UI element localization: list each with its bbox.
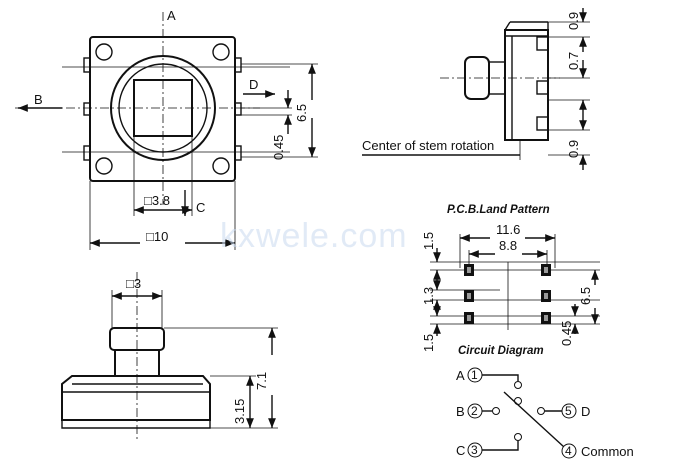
pcb-drill-mr <box>544 293 548 299</box>
corner-hole-tr <box>212 43 230 61</box>
side-dim-bottom: 0.9 <box>566 140 581 158</box>
circuit-diagram: Circuit Diagram A 1 B 2 5 D C 3 4 Common <box>456 345 634 459</box>
label-c: C <box>196 200 205 215</box>
front-base <box>61 420 211 429</box>
circuit-label-c: C <box>456 443 465 458</box>
side-view: 0.9 0.7 0.9 Center of stem rotation <box>362 8 590 170</box>
pcb-title: P.C.B.Land Pattern <box>447 204 550 216</box>
pin4-number: 4 <box>565 444 572 458</box>
front-dim-height: 7.1 <box>254 372 269 390</box>
dim-body: □10 <box>146 229 168 244</box>
side-body <box>504 29 549 141</box>
side-terminal-2 <box>536 80 549 95</box>
pin5-contact <box>537 407 545 415</box>
pin1-contact <box>514 381 522 389</box>
terminal-right-bottom <box>234 145 242 161</box>
pcb-drill-bl <box>467 315 471 321</box>
outer-ring <box>110 55 216 161</box>
switch-contact-bottom <box>514 433 522 441</box>
pcb-dim-bottom: 1.5 <box>421 334 436 352</box>
corner-hole-br <box>212 157 230 175</box>
terminal-right-top <box>234 57 242 73</box>
pin1-wire <box>482 374 519 381</box>
pin3-number: 3 <box>471 443 478 457</box>
dim-pin-offset: 0.45 <box>271 135 286 160</box>
corner-hole-bl <box>95 157 113 175</box>
label-a: A <box>167 8 176 23</box>
terminal-right-mid <box>234 102 242 116</box>
side-cap-slope <box>504 21 511 31</box>
pin2-number: 2 <box>471 404 478 418</box>
circuit-label-b: B <box>456 404 465 419</box>
common-label: Common <box>581 444 634 459</box>
terminal-left-bottom <box>83 145 91 161</box>
pin5-number: 5 <box>565 404 572 418</box>
pcb-land-pattern: P.C.B.Land Pattern 11.6 8.8 <box>421 204 600 352</box>
front-body <box>61 375 211 421</box>
pcb-dim-inner-width: 8.8 <box>499 238 517 253</box>
circuit-title: Circuit Diagram <box>458 345 544 357</box>
side-dim-mid: 0.7 <box>566 52 581 70</box>
pin4-circle <box>561 443 577 459</box>
common-wire <box>503 391 565 448</box>
label-d: D <box>249 77 258 92</box>
pcb-drill-tl <box>467 267 471 273</box>
corner-hole-tl <box>95 43 113 61</box>
label-b: B <box>34 92 43 107</box>
stem-rotation-label: Center of stem rotation <box>362 138 494 153</box>
circuit-label-a: A <box>456 368 465 383</box>
pcb-dim-outer-width: 11.6 <box>496 222 520 237</box>
pcb-dim-height: 6.5 <box>578 287 593 305</box>
watermark: kxwele.com <box>220 217 408 255</box>
pcb-drill-br <box>544 315 548 321</box>
pin2-contact <box>492 407 500 415</box>
pin3-wire <box>482 441 519 451</box>
front-dim-body-height: 3.15 <box>232 399 247 424</box>
side-terminal-1 <box>536 36 549 51</box>
pin1-number: 1 <box>471 368 478 382</box>
pcb-drill-ml <box>467 293 471 299</box>
pin5-circle <box>561 403 577 419</box>
dim-pin-span: 6.5 <box>294 104 309 122</box>
side-dim-top: 0.9 <box>566 12 581 30</box>
pcb-dim-pad: 0.45 <box>559 321 574 346</box>
front-dim-stem: □3 <box>126 276 141 291</box>
stem-square <box>133 79 193 137</box>
pcb-drill-tr <box>544 267 548 273</box>
terminal-left-top <box>83 57 91 73</box>
pcb-dim-top: 1.5 <box>421 232 436 250</box>
dim-stem-top: □3.8 <box>144 193 170 208</box>
top-view: A B D 0.45 6.5 □3.8 C □10 <box>15 8 318 250</box>
side-terminal-3 <box>536 116 549 131</box>
inner-ring <box>118 63 208 153</box>
pcb-dim-pitch: 1.3 <box>421 287 436 305</box>
circuit-label-d: D <box>581 404 590 419</box>
front-view: □3 7.1 3.15 <box>61 272 278 440</box>
terminal-left-mid <box>83 102 91 116</box>
